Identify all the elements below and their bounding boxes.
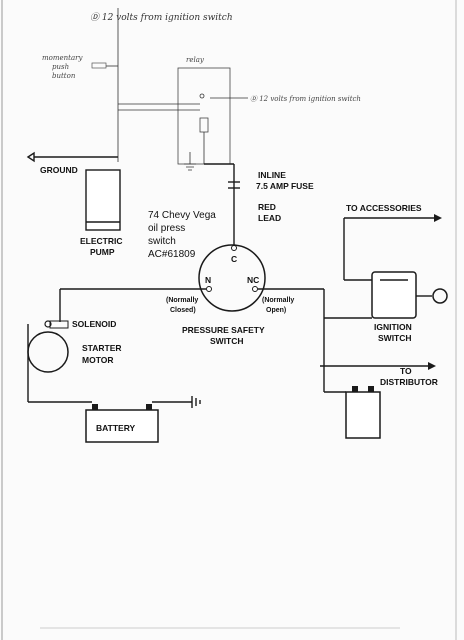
push-button-icon: [91, 62, 107, 69]
pressure-switch-label-2: SWITCH: [210, 336, 244, 346]
distributor-label-2: DISTRIBUTOR: [380, 377, 438, 387]
terminal-n-icon: [206, 286, 212, 292]
push-button-note-3: button: [52, 72, 76, 80]
pump-label-1: ELECTRIC: [80, 236, 123, 246]
ignition-coil-icon: [345, 391, 381, 439]
terminal-c-icon: [231, 245, 237, 251]
ignition-label-1: IGNITION: [374, 322, 412, 332]
top-handwritten-note: Ⓓ 12 volts from ignition switch: [90, 12, 233, 23]
red-lead-label-1: RED: [258, 202, 276, 212]
relay-ground-icon: [184, 163, 196, 171]
coil-terminal-1: [352, 386, 358, 392]
oil-switch-label-3: switch: [148, 236, 176, 247]
battery-ground-icon: [191, 396, 201, 408]
normally-open-label-1: (Normally: [262, 297, 294, 304]
push-button-note-2: push: [52, 63, 69, 71]
distributor-label-1: TO: [400, 366, 412, 376]
fuse-label-2: 7.5 AMP FUSE: [256, 181, 314, 191]
normally-closed-label-1: (Normally: [166, 297, 198, 304]
ignition-switch-icon: [371, 271, 417, 319]
distributor-arrow-icon: [428, 362, 436, 370]
ground-arrow-icon: [26, 151, 35, 163]
pump-label-2: PUMP: [90, 247, 115, 257]
pressure-switch-body: [198, 244, 266, 312]
terminal-n-label: N: [205, 275, 211, 285]
ignition-key-icon: [432, 288, 448, 304]
battery-icon: [85, 409, 159, 443]
relay-contact-icon: [199, 93, 205, 99]
relay-handwritten-note: Ⓓ 12 volts from ignition switch: [250, 95, 361, 103]
starter-motor-icon: [27, 331, 69, 373]
electric-pump-icon: [85, 169, 121, 231]
ignition-label-2: SWITCH: [378, 333, 412, 343]
ground-label: GROUND: [40, 165, 78, 175]
battery-terminal-neg: [92, 404, 98, 410]
starter-label-2: MOTOR: [82, 355, 113, 365]
battery-label: BATTERY: [96, 423, 136, 433]
oil-switch-label-1: 74 Chevy Vega: [148, 210, 216, 221]
terminal-nc-label: NC: [247, 275, 259, 285]
normally-open-label-2: Open): [266, 307, 286, 314]
push-button-note-1: momentary: [42, 54, 83, 62]
relay-label: relay: [186, 56, 205, 64]
terminal-nc-icon: [252, 286, 258, 292]
starter-label-1: STARTER: [82, 343, 122, 353]
relay-switch-icon: [199, 117, 209, 133]
red-lead-label-2: LEAD: [258, 213, 281, 223]
oil-switch-label-2: oil press: [148, 223, 185, 234]
normally-closed-label-2: Closed): [170, 307, 196, 314]
coil-terminal-2: [368, 386, 374, 392]
fuse-label-1: INLINE: [258, 170, 286, 180]
pressure-switch-label-1: PRESSURE SAFETY: [182, 325, 265, 335]
solenoid-label: SOLENOID: [72, 319, 116, 329]
oil-switch-label-4: AC#61809: [148, 249, 196, 260]
accessories-arrow-icon: [434, 214, 442, 222]
battery-terminal-pos: [146, 404, 152, 410]
solenoid-icon: [49, 320, 69, 329]
terminal-c-label: C: [231, 254, 237, 264]
accessories-label: TO ACCESSORIES: [346, 203, 422, 213]
